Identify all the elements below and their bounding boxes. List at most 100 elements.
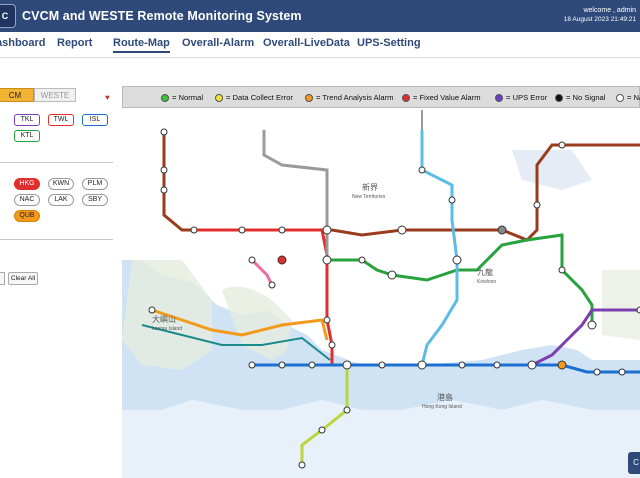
line-chip-twl[interactable]: TWL (48, 114, 74, 126)
data-collect-error-dot-icon (215, 93, 223, 102)
station-hku[interactable] (278, 361, 286, 369)
tolo-harbour (512, 150, 592, 190)
nav-ups-setting[interactable]: UPS-Setting (357, 37, 421, 49)
station-university[interactable] (448, 196, 456, 204)
app-logo: C (0, 4, 16, 28)
station-tin-shui-wai[interactable] (160, 186, 168, 194)
legend-trend-analysis-alarm: = Trend Analysis Alarm (305, 93, 393, 102)
station-lai-king[interactable] (278, 226, 286, 234)
na-dot-icon (616, 93, 624, 102)
line-chip-ktl[interactable]: KTL (14, 130, 40, 142)
airport-express-line[interactable] (141, 324, 331, 361)
island-line[interactable] (252, 363, 640, 374)
station-yuen-long[interactable] (160, 166, 168, 174)
station-south-horizons[interactable] (298, 461, 306, 469)
tseung-kwan-o-line[interactable] (531, 308, 640, 367)
route-map[interactable]: 新界 New Territories 九龍 Kowloon 港島 Hong Ko… (122, 110, 640, 478)
tab-weste[interactable]: WESTE (34, 88, 76, 102)
region-label-lantau-zh: 大嶼山 (152, 314, 176, 324)
station-kowloon-tong[interactable] (452, 255, 462, 265)
region-label-kowloon-en: Kowloon (477, 279, 496, 285)
station-kwai-fong[interactable] (238, 226, 246, 234)
nav-report[interactable]: Report (57, 37, 93, 49)
station-sheung-wan[interactable] (308, 361, 316, 369)
fixed-alarm-dot-icon (402, 93, 410, 102)
station-sunny-bay[interactable] (248, 256, 256, 264)
region-label-hk-island-en: Hong Kong Island (422, 404, 462, 410)
station-mei-foo[interactable] (322, 225, 332, 235)
station-chip-lak[interactable]: LAK (48, 194, 74, 206)
station-central[interactable] (342, 360, 352, 370)
normal-dot-icon (161, 93, 169, 102)
main-nav: ashboard Report Route-Map Overall-Alarm … (0, 32, 640, 58)
clear-all-button[interactable]: Clear All (8, 272, 38, 285)
station-diamond-hill[interactable] (497, 225, 507, 235)
legend-na: = N/A (616, 93, 640, 102)
station-wan-chai[interactable] (378, 361, 386, 369)
nav-route-map[interactable]: Route-Map (113, 37, 170, 53)
app-title: CVCM and WESTE Remote Monitoring System (22, 9, 302, 23)
user-info: welcome , admin 18 August 2023 21:49:21 (564, 6, 636, 24)
favorite-icon[interactable]: ♥ (105, 93, 110, 102)
region-label-new-territories-en: New Territories (352, 194, 386, 200)
station-sai-wan-ho[interactable] (593, 368, 601, 376)
nav-overall-livedata[interactable]: Overall-LiveData (263, 37, 350, 49)
station-hkg[interactable] (277, 255, 287, 265)
station-wong-chuk-hang[interactable] (318, 426, 326, 434)
station-tsuen-wan[interactable] (190, 226, 198, 234)
station-chip-qub[interactable]: QUB (14, 210, 40, 222)
station-po-lam[interactable] (636, 306, 640, 314)
station-chip-plm[interactable]: PLM (82, 178, 108, 190)
station-chip-kwn[interactable]: KWN (48, 178, 74, 190)
top-bar: C CVCM and WESTE Remote Monitoring Syste… (0, 0, 640, 32)
station-sheung-shui[interactable] (418, 166, 426, 174)
station-yau-tong[interactable] (587, 320, 597, 330)
line-chip-tkl[interactable]: TKL (14, 114, 40, 126)
line-group-2: HKG KWN PLM NAC LAK SBY QUB (0, 166, 113, 240)
island-water (122, 400, 640, 478)
station-nam-cheong[interactable] (322, 255, 332, 265)
station-admiralty[interactable] (417, 360, 427, 370)
chat-icon[interactable]: C (628, 452, 640, 474)
nav-overall-alarm[interactable]: Overall-Alarm (182, 37, 255, 49)
station-causeway-bay[interactable] (458, 361, 466, 369)
station-fortress-hill[interactable] (493, 361, 501, 369)
region-label-new-territories-zh: 新界 (362, 182, 378, 192)
select-all-button[interactable] (0, 272, 5, 285)
station-disneyland[interactable] (268, 281, 276, 289)
station-shau-kei-wan[interactable] (618, 368, 626, 376)
station-sha-tin-wai[interactable] (533, 201, 541, 209)
line-chip-isl[interactable]: ISL (82, 114, 108, 126)
station-prince-edward[interactable] (387, 270, 397, 280)
station-chip-sby[interactable]: SBY (82, 194, 108, 206)
welcome-text[interactable]: welcome , admin (583, 7, 636, 14)
station-kennedy-town[interactable] (248, 361, 256, 369)
line-group-1: TKL TWL ISL KTL (0, 108, 113, 163)
legend-no-signal: = No Signal (555, 93, 605, 102)
side-panel: CM WESTE ♥ TKL TWL ISL KTL HKG KWN PLM N… (0, 58, 118, 478)
station-kowloon[interactable] (323, 316, 331, 324)
station-north-point[interactable] (527, 360, 537, 370)
trend-alarm-dot-icon (305, 93, 313, 102)
station-ocean-park[interactable] (343, 406, 351, 414)
station-tsim-sha-tsui[interactable] (328, 341, 336, 349)
station-wu-kai-sha[interactable] (558, 141, 566, 149)
tab-cvcm[interactable]: CM (0, 88, 34, 102)
disneyland-line[interactable] (250, 258, 274, 286)
station-quarry-bay[interactable] (557, 360, 567, 370)
region-label-hk-island-zh: 港島 (437, 392, 453, 402)
station-tung-chung[interactable] (148, 306, 156, 314)
station-tuen-mun[interactable] (160, 128, 168, 136)
station-chip-nac[interactable]: NAC (14, 194, 40, 206)
kwun-tong-line[interactable] (327, 233, 594, 325)
nav-dashboard[interactable]: ashboard (0, 37, 46, 49)
region-label-lantau-en: Lantau Island (152, 326, 182, 332)
station-kowloon-bay[interactable] (558, 266, 566, 274)
station-sham-shui-po[interactable] (358, 256, 366, 264)
station-chip-hkg[interactable]: HKG (14, 178, 40, 190)
station-tai-wai[interactable] (397, 225, 407, 235)
no-signal-dot-icon (555, 93, 563, 102)
high-speed-rail-line[interactable] (262, 130, 329, 255)
east-land (602, 270, 640, 340)
tung-chung-line[interactable] (151, 308, 329, 341)
